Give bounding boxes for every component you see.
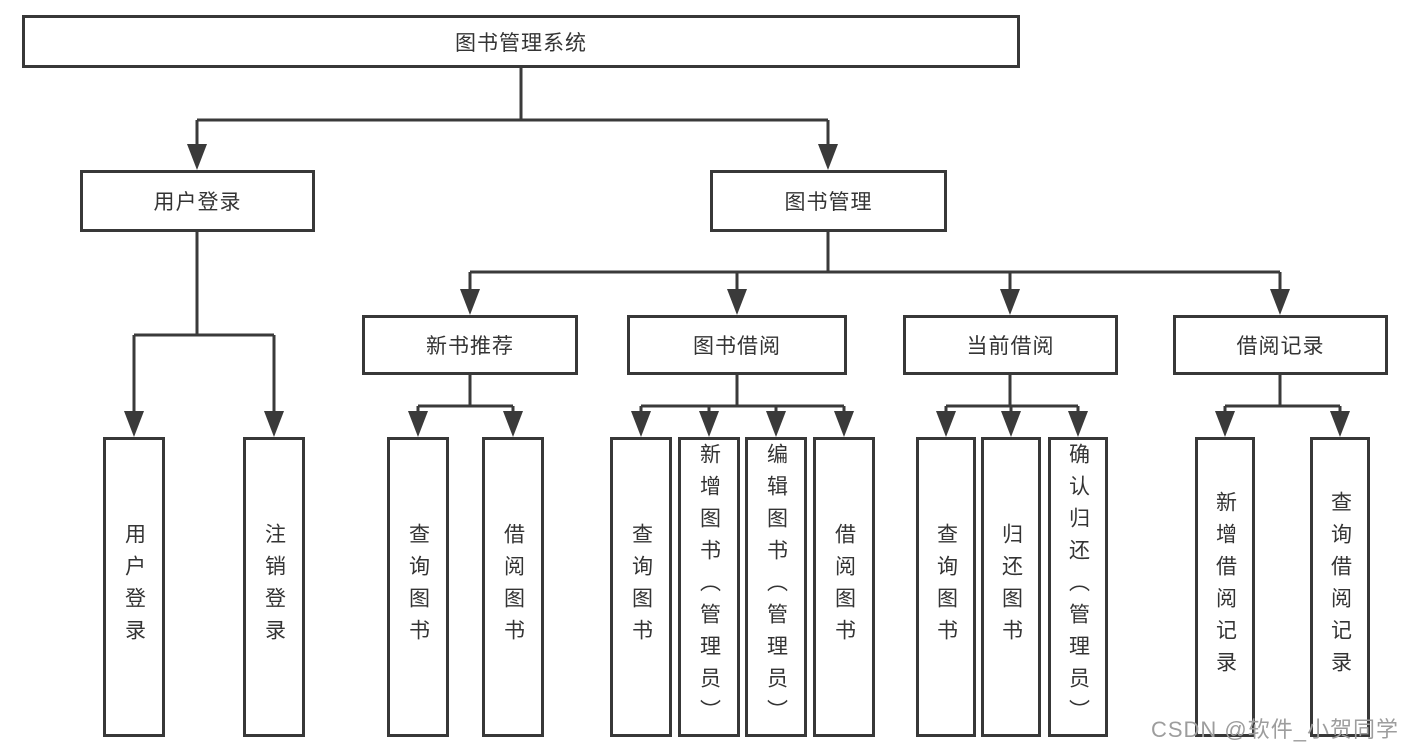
leaf-borrow-query-books: 查询图书 — [610, 437, 672, 737]
leaf-confirm-return-admin-label: 确认归还（管理员） — [1066, 443, 1090, 731]
leaf-newbook-query-books: 查询图书 — [387, 437, 449, 737]
node-borrow-records: 借阅记录 — [1173, 315, 1388, 375]
leaf-add-borrow-record: 新增借阅记录 — [1195, 437, 1255, 737]
leaf-logout-label: 注销登录 — [262, 523, 286, 651]
leaf-borrow-books: 借阅图书 — [813, 437, 875, 737]
csdn-watermark: CSDN @软件_小贺同学 — [1150, 717, 1399, 742]
leaf-user-login: 用户登录 — [103, 437, 165, 737]
node-borrow-records-label: 借阅记录 — [1236, 335, 1325, 358]
node-root-label: 图书管理系统 — [455, 31, 587, 55]
node-book-management-label: 图书管理 — [784, 191, 873, 214]
leaf-current-query-books-label: 查询图书 — [934, 523, 958, 651]
node-book-borrow: 图书借阅 — [627, 315, 847, 375]
leaf-confirm-return-admin: 确认归还（管理员） — [1048, 437, 1108, 737]
node-user-login: 用户登录 — [80, 170, 315, 232]
leaf-add-borrow-record-label: 新增借阅记录 — [1213, 491, 1237, 683]
node-new-book-recommend-label: 新书推荐 — [426, 335, 514, 358]
leaf-query-borrow-record: 查询借阅记录 — [1310, 437, 1370, 737]
node-root: 图书管理系统 — [22, 15, 1020, 68]
arrowheads — [124, 144, 1350, 437]
leaf-borrow-query-books-label: 查询图书 — [629, 523, 653, 651]
node-book-borrow-label: 图书借阅 — [693, 335, 781, 358]
leaf-user-login-label: 用户登录 — [122, 523, 146, 651]
node-current-borrow-label: 当前借阅 — [966, 335, 1055, 358]
leaf-logout: 注销登录 — [243, 437, 305, 737]
leaf-newbook-query-books-label: 查询图书 — [406, 523, 430, 651]
node-user-login-label: 用户登录 — [153, 191, 242, 214]
leaf-add-books-admin-label: 新增图书（管理员） — [697, 443, 721, 731]
leaf-return-books-label: 归还图书 — [999, 523, 1023, 651]
leaf-current-query-books: 查询图书 — [916, 437, 976, 737]
leaf-newbook-borrow-books-label: 借阅图书 — [501, 523, 525, 651]
leaf-borrow-books-label: 借阅图书 — [832, 523, 856, 651]
leaf-add-books-admin: 新增图书（管理员） — [678, 437, 740, 737]
leaf-newbook-borrow-books: 借阅图书 — [482, 437, 544, 737]
node-book-management: 图书管理 — [710, 170, 947, 232]
node-new-book-recommend: 新书推荐 — [362, 315, 578, 375]
leaf-edit-books-admin: 编辑图书（管理员） — [745, 437, 807, 737]
leaf-query-borrow-record-label: 查询借阅记录 — [1328, 491, 1352, 683]
leaf-return-books: 归还图书 — [981, 437, 1041, 737]
leaf-edit-books-admin-label: 编辑图书（管理员） — [764, 443, 788, 731]
node-current-borrow: 当前借阅 — [903, 315, 1118, 375]
